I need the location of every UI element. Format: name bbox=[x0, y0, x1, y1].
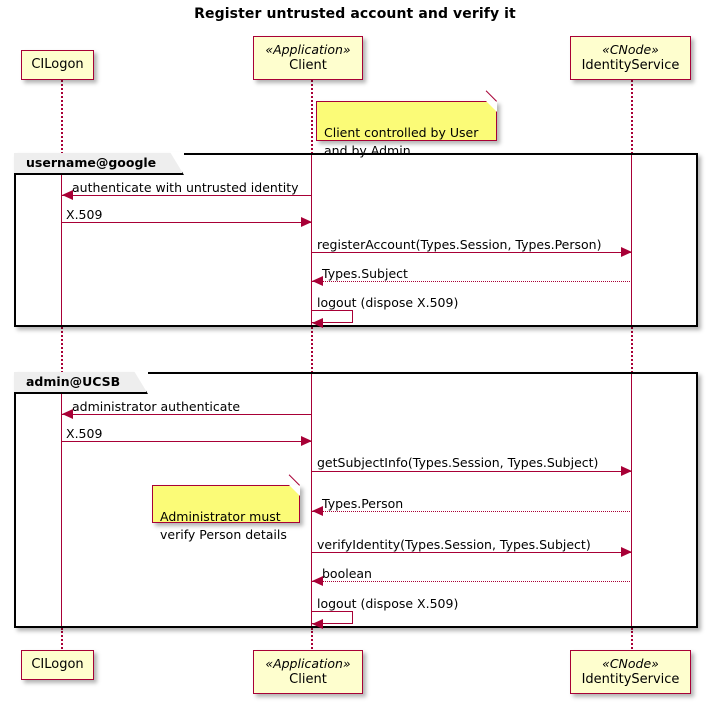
participant-client-top[interactable]: «Application» Client bbox=[253, 36, 363, 80]
message-label-types-subject: Types.Subject bbox=[322, 266, 408, 281]
participant-stereotype: «CNode» bbox=[602, 42, 659, 58]
participant-name: Client bbox=[289, 57, 327, 73]
arrow-head-left-icon bbox=[312, 619, 323, 629]
participant-cilogon-bottom[interactable]: CILogon bbox=[21, 650, 94, 680]
message-label-authenticate-untrusted: authenticate with untrusted identity bbox=[72, 180, 299, 195]
lifeline-cilogon-group2 bbox=[61, 372, 62, 629]
participant-identityservice-bottom[interactable]: «CNode» IdentityService bbox=[570, 650, 691, 694]
message-line-verify-identity bbox=[312, 552, 632, 553]
message-line-x509-1 bbox=[62, 222, 312, 223]
lifeline-identityservice-bottom bbox=[631, 628, 633, 652]
arrow-head-left-icon bbox=[312, 576, 323, 586]
group-admin-ucsb bbox=[14, 372, 698, 628]
lifeline-identityservice-top bbox=[631, 80, 633, 154]
arrow-head-left-icon bbox=[62, 190, 73, 200]
participant-stereotype: «Application» bbox=[265, 656, 351, 672]
participant-name: CILogon bbox=[31, 56, 84, 72]
lifeline-client-top bbox=[311, 80, 313, 154]
arrow-head-right-icon bbox=[301, 217, 312, 227]
message-line-x509-2 bbox=[62, 441, 312, 442]
arrow-head-right-icon bbox=[621, 247, 632, 257]
message-line-boolean bbox=[312, 581, 632, 582]
message-label-boolean: boolean bbox=[322, 566, 372, 581]
message-line-types-subject bbox=[312, 281, 632, 282]
participant-client-bottom[interactable]: «Application» Client bbox=[253, 650, 363, 694]
note-fold-icon bbox=[289, 485, 300, 496]
message-line-get-subject-info bbox=[312, 471, 632, 472]
lifeline-cilogon-top bbox=[61, 80, 63, 154]
group-label: admin@UCSB bbox=[26, 374, 121, 389]
note-fold-icon bbox=[486, 101, 497, 112]
group-username-google bbox=[14, 153, 698, 327]
message-label-x509-1: X.509 bbox=[66, 207, 103, 222]
message-label-administrator-authenticate: administrator authenticate bbox=[72, 399, 241, 414]
message-label-verify-identity: verifyIdentity(Types.Session, Types.Subj… bbox=[317, 537, 591, 552]
lifeline-identityservice-group2 bbox=[631, 372, 632, 629]
message-line-types-person bbox=[312, 511, 632, 512]
participant-name: IdentityService bbox=[581, 57, 680, 73]
participant-identityservice-top[interactable]: «CNode» IdentityService bbox=[570, 36, 691, 80]
arrow-head-left-icon bbox=[62, 409, 73, 419]
lifeline-cilogon-group1 bbox=[61, 153, 62, 328]
lifeline-client-group1 bbox=[311, 153, 312, 328]
message-label-types-person: Types.Person bbox=[322, 496, 404, 511]
participant-name: Client bbox=[289, 671, 327, 687]
message-label-x509-2: X.509 bbox=[66, 426, 103, 441]
group-username-google-label-tab: username@google bbox=[14, 152, 185, 175]
lifeline-cilogon-bottom bbox=[61, 628, 63, 652]
participant-name: IdentityService bbox=[581, 671, 680, 687]
lifeline-identityservice-group1 bbox=[631, 153, 632, 328]
lifeline-identityservice-gap bbox=[631, 327, 633, 373]
note-client-control: Client controlled by User and by Admin bbox=[316, 90, 497, 158]
lifeline-cilogon-gap bbox=[61, 327, 63, 373]
message-line-register-account bbox=[312, 252, 632, 253]
participant-stereotype: «Application» bbox=[265, 42, 351, 58]
self-message-loop-logout-1 bbox=[312, 310, 353, 323]
arrow-head-right-icon bbox=[301, 436, 312, 446]
group-admin-ucsb-label-tab: admin@UCSB bbox=[14, 371, 149, 394]
diagram-title: Register untrusted account and verify it bbox=[194, 6, 516, 22]
message-label-register-account: registerAccount(Types.Session, Types.Per… bbox=[317, 237, 602, 252]
lifeline-client-group2 bbox=[311, 372, 312, 629]
note-text: Administrator must verify Person details bbox=[160, 509, 287, 543]
message-label-logout-1: logout (dispose X.509) bbox=[317, 295, 459, 310]
arrow-head-left-icon bbox=[312, 506, 323, 516]
message-label-get-subject-info: getSubjectInfo(Types.Session, Types.Subj… bbox=[317, 455, 599, 470]
arrow-head-right-icon bbox=[621, 466, 632, 476]
lifeline-client-gap bbox=[311, 327, 313, 373]
participant-name: CILogon bbox=[31, 656, 84, 672]
message-label-logout-2: logout (dispose X.509) bbox=[317, 596, 459, 611]
group-label: username@google bbox=[26, 155, 157, 170]
arrow-head-right-icon bbox=[621, 547, 632, 557]
message-line-administrator-authenticate bbox=[62, 414, 312, 415]
participant-cilogon-top[interactable]: CILogon bbox=[21, 50, 94, 80]
participant-stereotype: «CNode» bbox=[602, 656, 659, 672]
message-line-authenticate-untrusted bbox=[62, 195, 312, 196]
self-message-loop-logout-2 bbox=[312, 611, 353, 624]
arrow-head-left-icon bbox=[312, 276, 323, 286]
note-fold-line-icon bbox=[485, 90, 497, 102]
note-admin-verify: Administrator must verify Person details bbox=[152, 474, 300, 542]
lifeline-client-bottom bbox=[311, 628, 313, 652]
arrow-head-left-icon bbox=[312, 318, 323, 328]
